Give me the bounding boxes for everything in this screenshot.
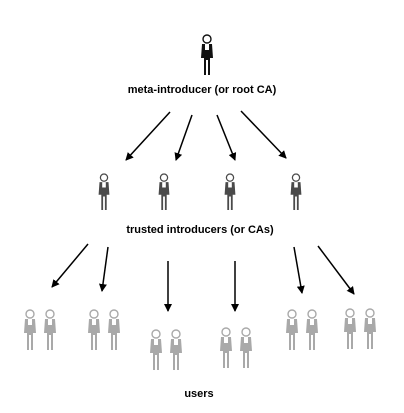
user-person-icon (42, 308, 58, 352)
arrow-introducer-to-users-5 (293, 246, 305, 294)
arrow-introducer-to-users-6 (317, 245, 355, 295)
introducer-person-icon (223, 173, 237, 211)
arrow-root-to-introducer-3 (216, 114, 237, 161)
introducer-person-icon (97, 173, 111, 211)
arrow-root-to-introducer-4 (240, 110, 287, 159)
user-person-icon (22, 308, 38, 352)
arrow-introducer-to-users-2 (98, 246, 109, 292)
user-person-icon (284, 308, 300, 352)
introducer-person-icon (157, 173, 171, 211)
user-person-icon (86, 308, 102, 352)
user-person-icon (218, 326, 234, 370)
user-person-icon (148, 328, 164, 372)
user-person-icon (238, 326, 254, 370)
user-person-icon (168, 328, 184, 372)
arrow-root-to-introducer-2 (174, 114, 193, 161)
introducer-person-icon (289, 173, 303, 211)
arrow-root-to-introducer-1 (125, 111, 171, 161)
root-person-icon (200, 34, 214, 76)
user-person-icon (106, 308, 122, 352)
arrow-group (51, 110, 355, 312)
meta-introducer-label: meta-introducer (or root CA) (127, 84, 277, 96)
user-person-icon (342, 307, 358, 351)
user-person-icon (304, 308, 320, 352)
arrow-introducer-to-users-1 (51, 243, 89, 288)
trusted-introducers-label: trusted introducers (or CAs) (126, 224, 274, 236)
users-label: users (184, 388, 214, 400)
user-person-icon (362, 307, 378, 351)
